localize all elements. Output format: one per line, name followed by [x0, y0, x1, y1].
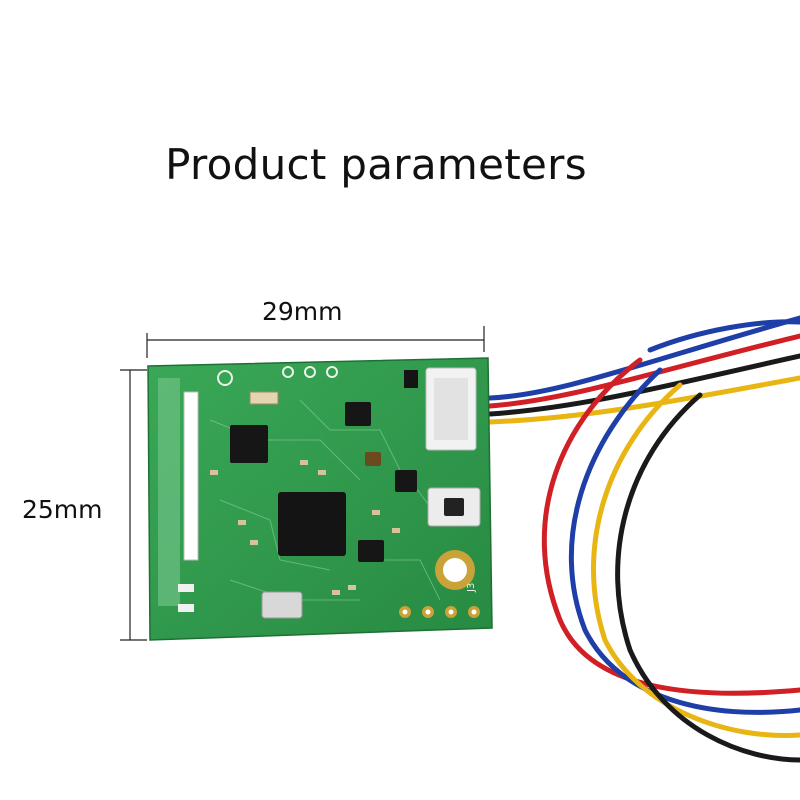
crystal: [261, 591, 303, 619]
inductor: [365, 452, 381, 466]
page-title: Product parameters: [165, 140, 587, 189]
pcb-board: J3: [147, 357, 493, 641]
chip-top: [345, 402, 371, 426]
height-dimension-label: 25mm: [22, 495, 103, 524]
chip-right: [395, 470, 417, 492]
width-dimension-label: 29mm: [262, 297, 343, 326]
chip-bottom: [358, 540, 384, 562]
main-chip: [278, 492, 346, 556]
wire-harness: [487, 315, 800, 763]
height-dimension-line: [120, 369, 147, 641]
chip-left: [230, 425, 268, 463]
silkscreen-label: J3: [466, 583, 477, 593]
width-dimension-line: [146, 326, 485, 358]
